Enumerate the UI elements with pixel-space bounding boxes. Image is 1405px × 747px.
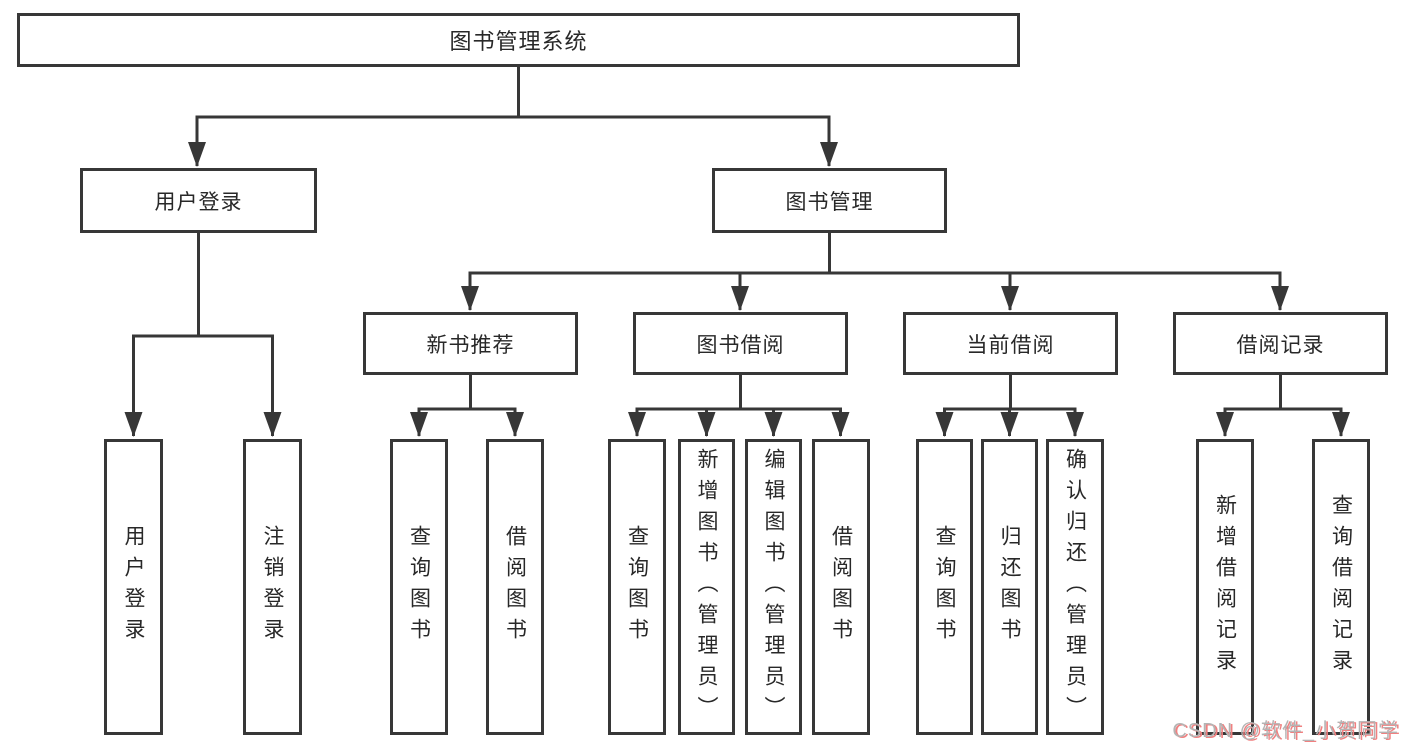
leaf-edit-books-admin-label: 编辑图书（管理员） — [762, 447, 785, 727]
leaf-query-books-recommend: 查询图书 — [390, 439, 448, 735]
node-book-management: 图书管理 — [712, 168, 947, 233]
watermark: CSDN @软件_小贺同学 — [1172, 720, 1399, 742]
leaf-query-books-current-label: 查询图书 — [933, 525, 956, 649]
leaf-query-borrow-record: 查询借阅记录 — [1312, 439, 1370, 735]
leaf-query-books-recommend-label: 查询图书 — [407, 525, 431, 649]
connector-arrows — [124, 117, 1350, 437]
leaf-return-books: 归还图书 — [981, 439, 1038, 735]
leaf-return-books-label: 归还图书 — [998, 525, 1021, 649]
leaf-borrow-books: 借阅图书 — [812, 439, 870, 735]
leaf-add-borrow-record: 新增借阅记录 — [1196, 439, 1254, 735]
node-current-borrowing: 当前借阅 — [903, 312, 1118, 375]
node-new-book-recommendation: 新书推荐 — [363, 312, 578, 375]
leaf-confirm-return-admin: 确认归还（管理员） — [1046, 439, 1104, 735]
node-book-borrowing: 图书借阅 — [633, 312, 848, 375]
leaf-add-borrow-record-label: 新增借阅记录 — [1213, 494, 1237, 680]
leaf-query-borrow-record-label: 查询借阅记录 — [1329, 494, 1353, 680]
leaf-user-login: 用户登录 — [104, 439, 163, 735]
leaf-query-books-borrow: 查询图书 — [608, 439, 666, 735]
leaf-borrow-books-recommend: 借阅图书 — [486, 439, 544, 735]
node-library-management-system: 图书管理系统 — [17, 13, 1020, 67]
node-borrowing-records: 借阅记录 — [1173, 312, 1388, 375]
leaf-logout-login-label: 注销登录 — [261, 525, 284, 649]
leaf-edit-books-admin: 编辑图书（管理员） — [745, 439, 802, 735]
leaf-query-books-current: 查询图书 — [916, 439, 973, 735]
leaf-user-login-label: 用户登录 — [122, 525, 145, 649]
node-user-login: 用户登录 — [80, 168, 317, 233]
leaf-logout-login: 注销登录 — [243, 439, 302, 735]
leaf-add-books-admin: 新增图书（管理员） — [678, 439, 735, 735]
leaf-confirm-return-admin-label: 确认归还（管理员） — [1063, 447, 1087, 727]
connector-spines — [132, 67, 1343, 411]
leaf-borrow-books-label: 借阅图书 — [829, 525, 853, 649]
leaf-add-books-admin-label: 新增图书（管理员） — [695, 447, 718, 727]
leaf-borrow-books-recommend-label: 借阅图书 — [503, 525, 527, 649]
leaf-query-books-borrow-label: 查询图书 — [625, 525, 649, 649]
